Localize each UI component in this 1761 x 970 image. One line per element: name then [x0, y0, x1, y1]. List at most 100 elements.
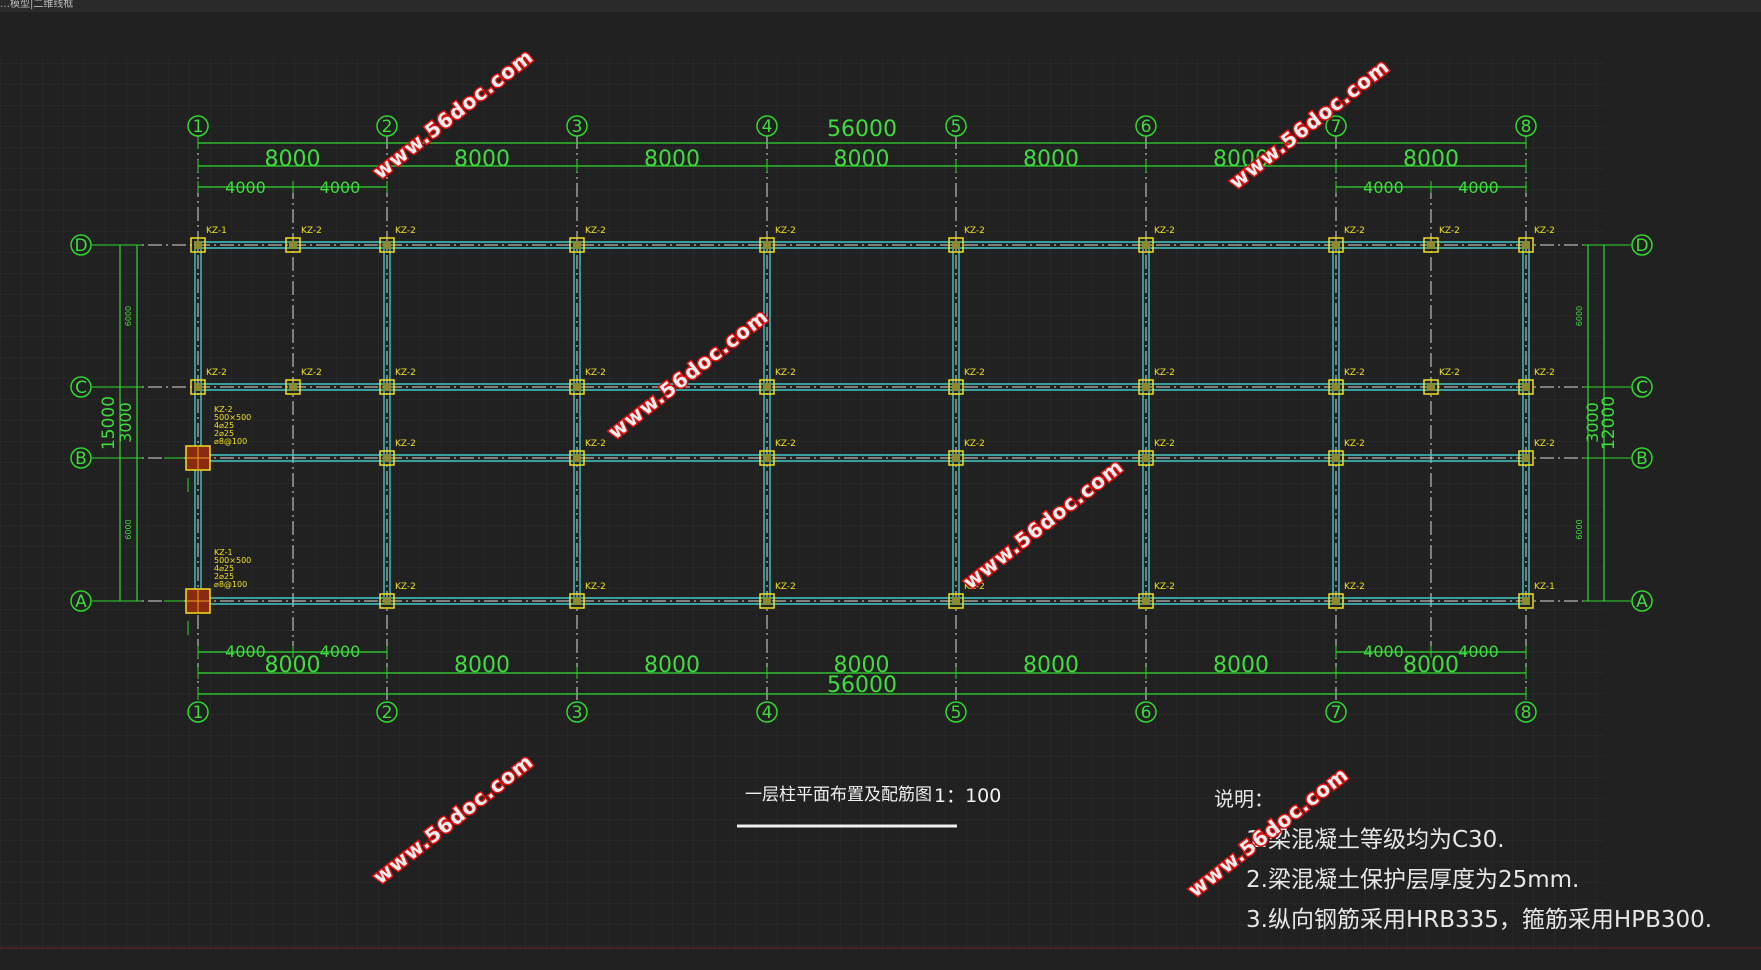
detail-text-A-2: 4⌀25	[214, 564, 234, 573]
column-B-3-label: KZ-2	[775, 439, 796, 449]
column-C-7-label: KZ-2	[1154, 368, 1175, 378]
column-B-5-label: KZ-2	[1154, 439, 1175, 449]
dim-left-DC-text: 6000	[124, 306, 133, 326]
column-C-9-core	[1427, 383, 1435, 391]
dim-bot-bay-5-text: 8000	[1023, 653, 1079, 678]
column-C-10-core	[1522, 383, 1530, 391]
dim-top-overall-text: 56000	[827, 117, 897, 142]
column-A-6-core	[1332, 597, 1340, 605]
column-A-3	[759, 593, 775, 609]
column-D-7	[1138, 237, 1154, 253]
dim-top-bay-7-text: 8000	[1403, 147, 1459, 172]
column-B-2-label: KZ-2	[585, 439, 606, 449]
dim-bot-half-2-text: 4000	[320, 642, 361, 661]
dim-bot-bay-3-text: 8000	[644, 653, 700, 678]
dim-top-bay-6-text: 8000	[1213, 147, 1269, 172]
column-C-8-label: KZ-2	[1344, 368, 1365, 378]
column-D-10-core	[1522, 241, 1530, 249]
column-C-9-label: KZ-2	[1439, 368, 1460, 378]
dim-bot-bay-7-text: 8000	[1403, 653, 1459, 678]
axis-bubble-bottom-2-text: 2	[382, 703, 393, 723]
dim-top-half-1-text: 4000	[225, 178, 266, 197]
dim-bot-bay-2-text: 8000	[454, 653, 510, 678]
title-block: 一层柱平面布置及配筋图 1：100	[737, 785, 1001, 828]
dim-bot-half-1-text: 4000	[225, 642, 266, 661]
axis-bubble-left-B	[70, 447, 92, 469]
dim-bot-bay-4-text: 8000	[834, 653, 890, 678]
detail-text-B-2: 4⌀25	[214, 421, 234, 430]
column-A-7-label: KZ-1	[1534, 582, 1555, 592]
axis-bubble-left-D	[70, 234, 92, 256]
column-B-2	[569, 450, 585, 466]
column-C-7-core	[1142, 383, 1150, 391]
dim-bot-overall-text: 56000	[827, 673, 897, 698]
column-B-5	[1138, 450, 1154, 466]
column-A-2-core	[573, 597, 581, 605]
column-C-9	[1423, 379, 1439, 395]
column-D-1	[190, 237, 206, 253]
column-A-4-label: KZ-2	[964, 582, 985, 592]
note-1: 1.梁混凝土等级均为C30.	[1246, 827, 1505, 853]
column-D-6	[948, 237, 964, 253]
column-C-3-core	[383, 383, 391, 391]
axis-bubble-bottom-5-text: 5	[951, 703, 962, 723]
dim-bot-half-3-text: 4000	[1363, 642, 1404, 661]
column-D-9-label: KZ-2	[1439, 226, 1460, 236]
dim-right-BA-text: 6000	[1575, 519, 1584, 539]
column-C-5-label: KZ-2	[775, 368, 796, 378]
axis-bubble-top-4	[756, 115, 778, 137]
column-A-2-label: KZ-2	[585, 582, 606, 592]
axis-bubble-right-D-text: D	[1635, 236, 1648, 256]
column-C-4-core	[573, 383, 581, 391]
axis-bubble-left-C	[70, 376, 92, 398]
axis-gridlines	[100, 135, 1620, 700]
column-D-2-label: KZ-2	[301, 226, 322, 236]
drawing-tab-label[interactable]: …模型|二维线框	[0, 0, 1761, 12]
column-C-8	[1328, 379, 1344, 395]
column-D-8-label: KZ-2	[1344, 226, 1365, 236]
column-B-4	[948, 450, 964, 466]
column-A-2	[569, 593, 585, 609]
column-C-3-label: KZ-2	[395, 368, 416, 378]
column-D-5-core	[763, 241, 771, 249]
detail-text-A-4: ⌀8@100	[214, 580, 247, 589]
column-D-4	[569, 237, 585, 253]
axis-bubble-bottom-6-text: 6	[1141, 703, 1152, 723]
column-D-9-core	[1427, 241, 1435, 249]
axis-bubble-bottom-1	[187, 701, 209, 723]
notes-heading: 说明：	[1214, 787, 1274, 811]
column-D-5-label: KZ-2	[775, 226, 796, 236]
axis-bubble-bottom-8	[1515, 701, 1537, 723]
column-A-7-core	[1522, 597, 1530, 605]
drawing-title: 一层柱平面布置及配筋图	[745, 785, 932, 805]
column-D-10-label: KZ-2	[1534, 226, 1555, 236]
column-B-3	[759, 450, 775, 466]
axis-bubble-right-A	[1631, 590, 1653, 612]
axis-bubble-bottom-3	[566, 701, 588, 723]
dim-left-CB-text: 3000	[116, 402, 135, 443]
column-D-2	[285, 237, 301, 253]
axis-bubble-right-C-text: C	[1636, 378, 1648, 398]
note-3: 3.纵向钢筋采用HRB335，箍筋采用HPB300.	[1246, 907, 1712, 933]
column-C-5-core	[763, 383, 771, 391]
column-D-1-core	[194, 241, 202, 249]
axis-bubble-left-B-text: B	[75, 449, 87, 469]
axis-bubble-top-3-text: 3	[572, 117, 583, 137]
axis-bubble-bottom-5	[945, 701, 967, 723]
column-D-8-core	[1332, 241, 1340, 249]
detail-text-A-0: KZ-1	[214, 548, 233, 557]
column-D-10	[1518, 237, 1534, 253]
column-C-4-label: KZ-2	[585, 368, 606, 378]
axis-bubble-top-8	[1515, 115, 1537, 137]
column-D-3-core	[383, 241, 391, 249]
column-C-10-label: KZ-2	[1534, 368, 1555, 378]
column-C-2-label: KZ-2	[301, 368, 322, 378]
column-C-5	[759, 379, 775, 395]
column-C-10	[1518, 379, 1534, 395]
column-A-6	[1328, 593, 1344, 609]
dim-right-DC-text: 6000	[1575, 306, 1584, 326]
column-A-4-core	[952, 597, 960, 605]
